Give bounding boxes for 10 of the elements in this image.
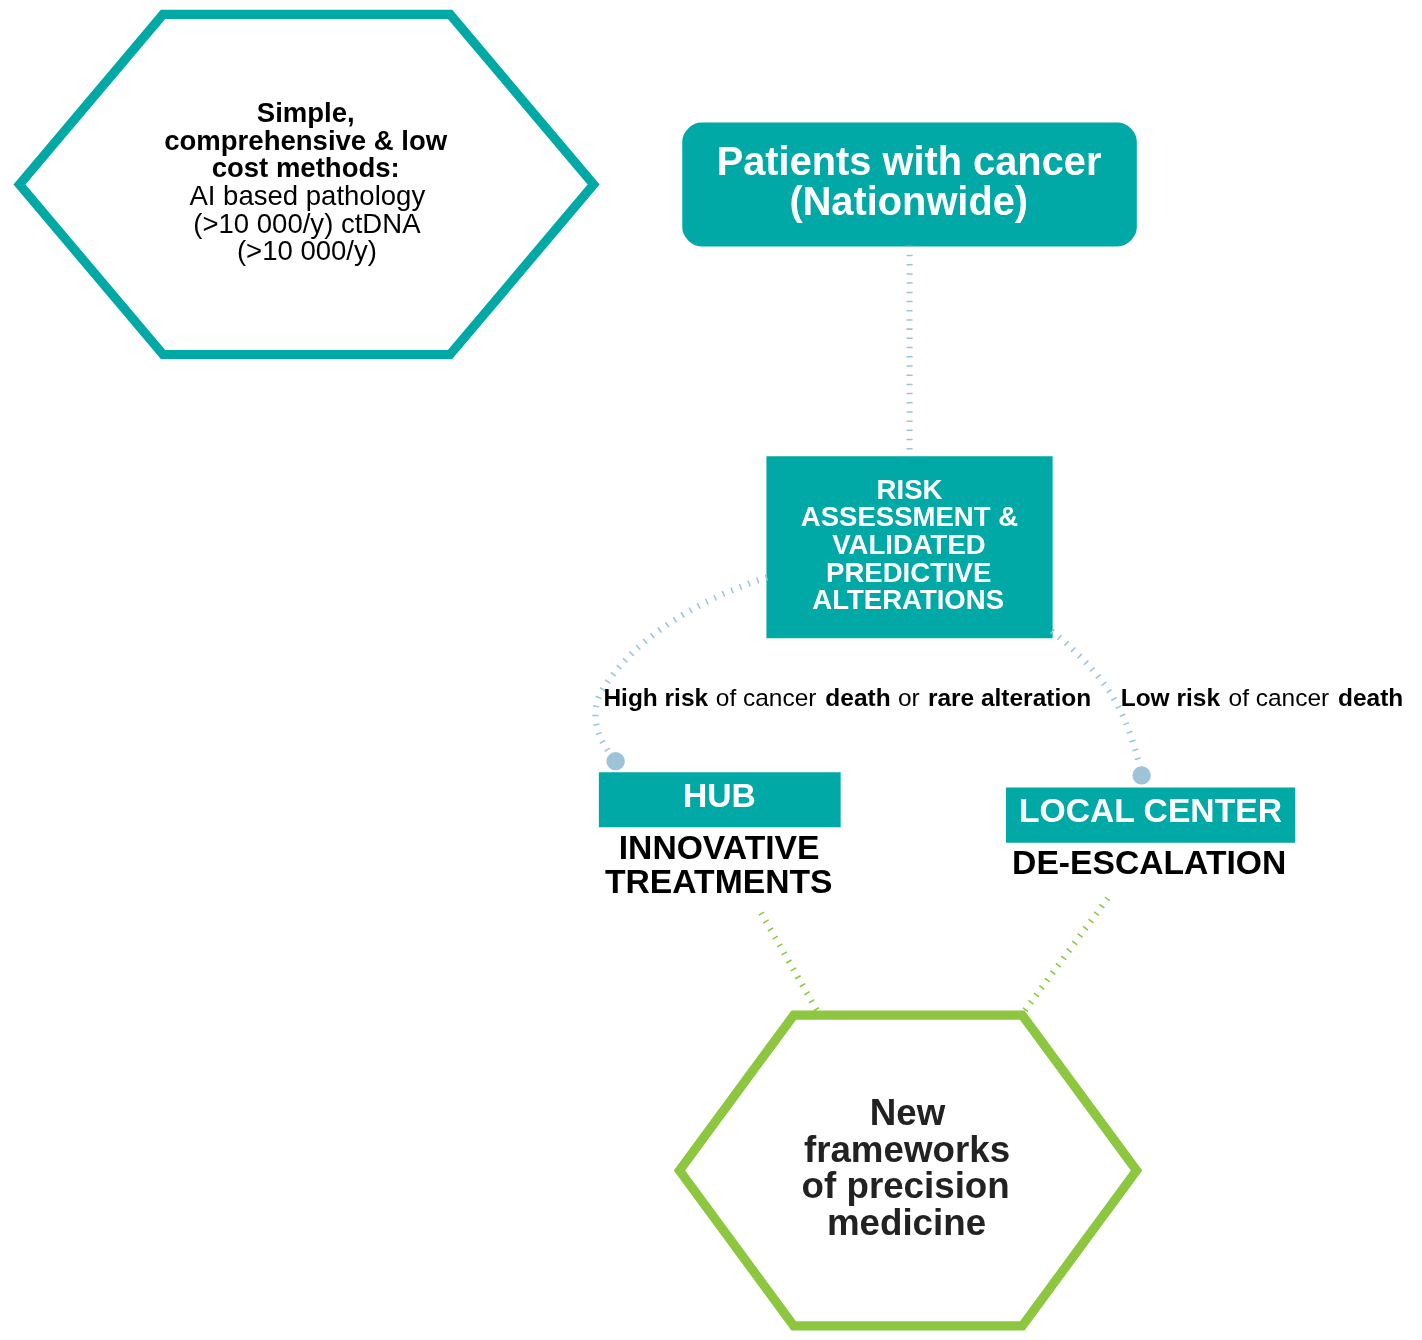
node-box: HUB — [598, 772, 841, 828]
connector — [591, 574, 768, 771]
connector — [1049, 628, 1151, 785]
node-box: RISK ASSESSMENT & VALIDATED PREDICTIVE ALTERATIONS — [765, 456, 1053, 639]
node-label: DE-ESCALATION — [1011, 844, 1286, 882]
node-label: INNOVATIVE TREATMENTS — [604, 828, 832, 900]
edge-label: High risk of cancer death or rare alteration — [602, 684, 1091, 712]
edge-label: Low risk of cancer death — [1120, 684, 1403, 712]
node-box: Patients with cancer (Nationwide) — [681, 122, 1137, 247]
node-box: LOCAL CENTER — [1005, 787, 1295, 843]
